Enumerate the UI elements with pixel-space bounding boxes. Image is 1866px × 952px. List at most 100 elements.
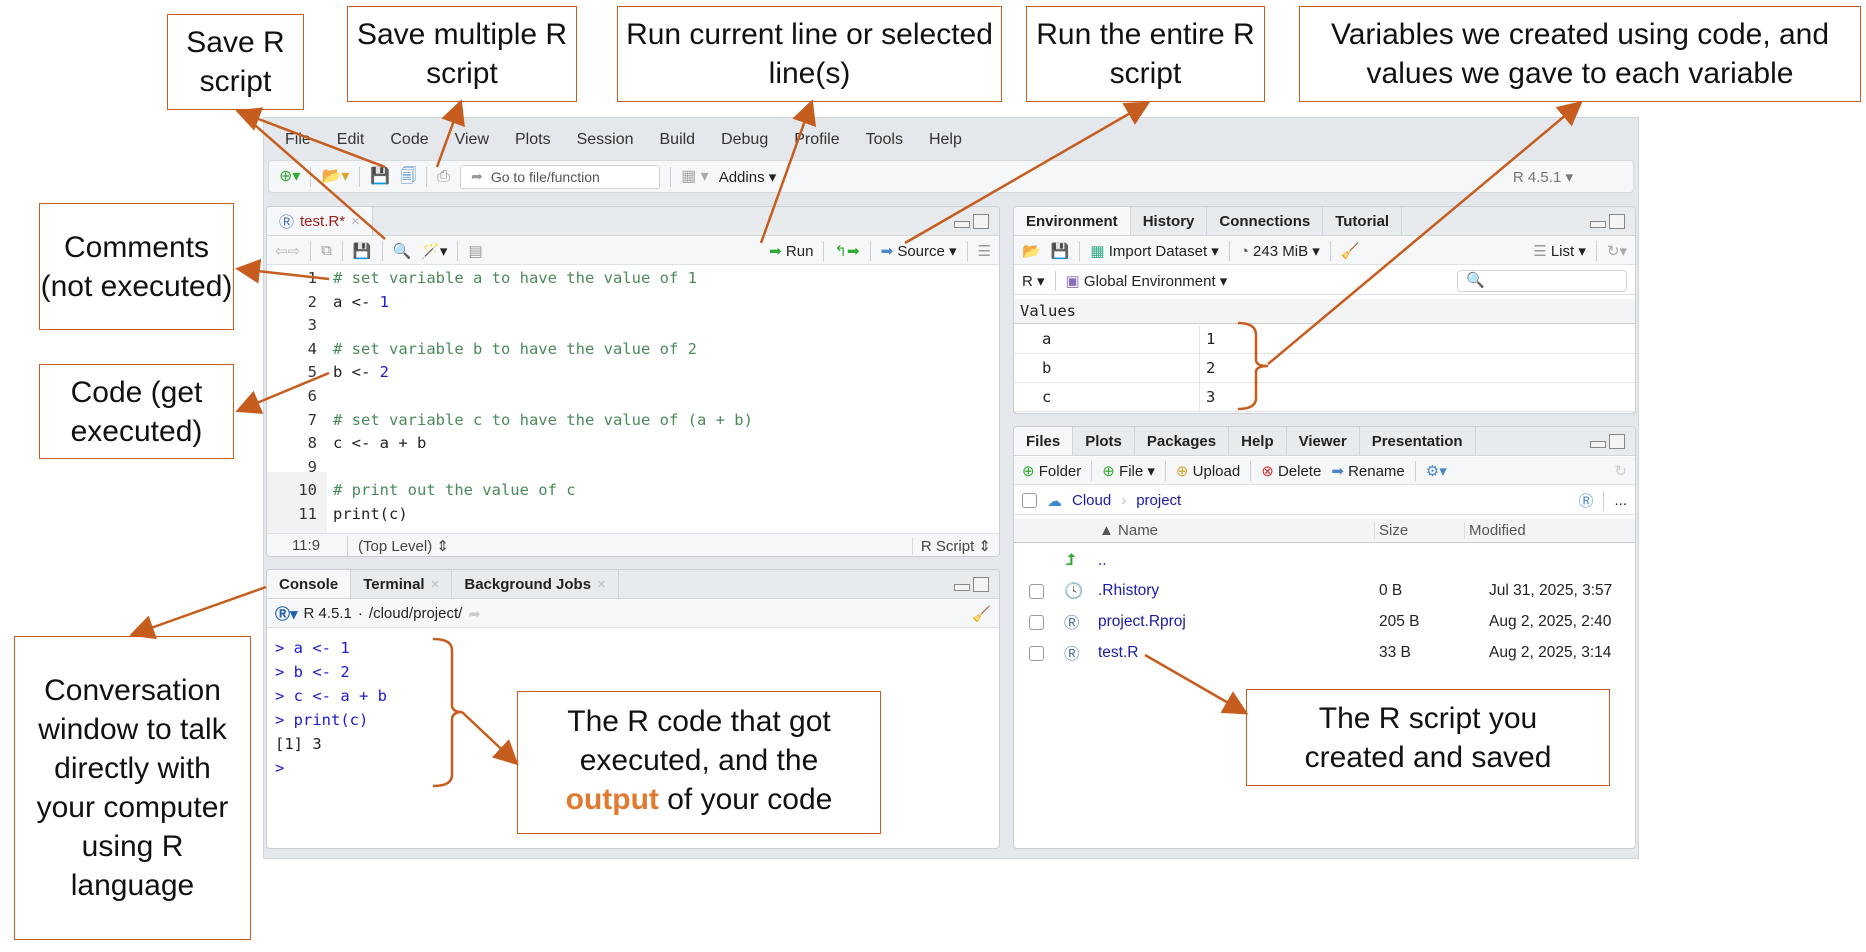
pane-controls[interactable]	[1590, 434, 1625, 449]
grid-layout-icon[interactable]: ▦ ▾	[681, 167, 709, 185]
file-type-selector[interactable]: R Script ⇕	[911, 536, 991, 555]
pane-controls[interactable]	[954, 577, 989, 592]
tab-viewer[interactable]: Viewer	[1287, 427, 1360, 455]
parent-directory-row[interactable]: ⮥ ..	[1014, 547, 1635, 575]
magic-wand-icon[interactable]: 🪄▾	[421, 242, 448, 260]
tab-packages[interactable]: Packages	[1135, 427, 1230, 455]
select-all-checkbox[interactable]	[1022, 493, 1037, 508]
save-icon[interactable]: 💾	[370, 167, 391, 185]
tab-environment[interactable]: Environment	[1014, 207, 1131, 235]
environment-search-input[interactable]: 🔍	[1457, 269, 1627, 292]
close-icon[interactable]: ×	[597, 575, 606, 593]
goto-directory-icon[interactable]: ➦	[468, 605, 481, 623]
print-icon[interactable]: ⎙	[437, 167, 451, 185]
refresh-icon[interactable]: ↻	[1614, 462, 1627, 480]
save-workspace-icon[interactable]: 💾	[1050, 242, 1070, 260]
pane-controls[interactable]	[1590, 214, 1625, 229]
rerun-icon[interactable]: ↰➡	[834, 242, 860, 260]
maximize-icon[interactable]	[1609, 214, 1625, 229]
file-checkbox[interactable]	[1029, 645, 1044, 661]
source-button[interactable]: ➡ Source ▾	[880, 242, 957, 260]
show-in-window-icon[interactable]: ⧉	[321, 242, 332, 259]
tab-presentation[interactable]: Presentation	[1360, 427, 1476, 455]
menu-code[interactable]: Code	[390, 130, 429, 148]
new-folder-button[interactable]: ⊕ Folder	[1022, 462, 1081, 480]
tab-plots[interactable]: Plots	[1073, 427, 1135, 455]
scope-selector[interactable]: ▣ Global Environment ▾	[1065, 272, 1228, 290]
load-workspace-icon[interactable]: 📂	[1022, 242, 1041, 260]
name-column-header[interactable]: ▲ Name	[1099, 522, 1159, 539]
menu-plots[interactable]: Plots	[515, 130, 551, 148]
tab-history[interactable]: History	[1131, 207, 1208, 235]
memory-usage-button[interactable]: ◔ 243 MiB ▾	[1239, 242, 1320, 260]
menu-tools[interactable]: Tools	[865, 130, 903, 148]
tab-terminal[interactable]: Terminal×	[351, 570, 453, 598]
breadcrumb-cloud[interactable]: Cloud	[1072, 492, 1112, 509]
minimize-icon[interactable]	[1590, 441, 1606, 448]
back-forward-icon[interactable]: ⇦⇨	[275, 242, 301, 260]
breadcrumb-project[interactable]: project	[1136, 492, 1182, 509]
file-name[interactable]: project.Rproj	[1098, 613, 1186, 630]
save-icon[interactable]: 💾	[352, 242, 372, 260]
r-version-menu[interactable]: R 4.5.1 ▾	[1512, 168, 1573, 186]
tab-background-jobs[interactable]: Background Jobs×	[452, 570, 619, 598]
tab-tutorial[interactable]: Tutorial	[1323, 207, 1403, 235]
view-mode-button[interactable]: ☰ List ▾	[1533, 242, 1586, 260]
maximize-icon[interactable]	[973, 577, 989, 592]
tab-help[interactable]: Help	[1229, 427, 1287, 455]
goto-file-input[interactable]: ➦Go to file/function	[460, 164, 661, 189]
clear-console-icon[interactable]: 🧹	[972, 605, 991, 623]
rename-button[interactable]: ➡ Rename	[1331, 462, 1404, 480]
menu-edit[interactable]: Edit	[336, 130, 365, 148]
pane-controls[interactable]	[954, 214, 989, 229]
notebook-icon[interactable]: ▤	[468, 242, 483, 260]
tab-console[interactable]: Console	[267, 570, 352, 598]
file-checkbox[interactable]	[1029, 583, 1044, 599]
menu-file[interactable]: File	[285, 130, 311, 148]
new-file-icon[interactable]: ⊕▾	[279, 167, 301, 185]
addins-menu[interactable]: Addins ▾	[718, 168, 777, 186]
modified-column-header[interactable]: Modified	[1464, 522, 1526, 539]
delete-button[interactable]: ⊗ Delete	[1261, 462, 1321, 480]
search-icon[interactable]: 🔍	[392, 242, 412, 260]
minimize-icon[interactable]	[954, 221, 970, 228]
parent-link[interactable]: ..	[1098, 552, 1107, 569]
new-file-button[interactable]: ⊕ File ▾	[1102, 462, 1155, 480]
save-all-icon[interactable]: 🗐	[400, 167, 417, 185]
upload-button[interactable]: ⊕ Upload	[1176, 462, 1240, 480]
menu-debug[interactable]: Debug	[721, 130, 769, 148]
open-file-icon[interactable]: 📂▾	[321, 167, 350, 185]
minimize-icon[interactable]	[1590, 221, 1606, 228]
close-icon[interactable]: ×	[351, 212, 360, 230]
size-column-header[interactable]: Size	[1374, 522, 1408, 539]
minimize-icon[interactable]	[954, 584, 970, 591]
tab-connections[interactable]: Connections	[1207, 207, 1324, 235]
close-icon[interactable]: ×	[430, 575, 440, 593]
file-name[interactable]: test.R	[1098, 644, 1139, 661]
file-name[interactable]: .Rhistory	[1098, 582, 1160, 599]
run-button[interactable]: ➡ Run	[769, 242, 813, 260]
refresh-icon[interactable]: ↻▾	[1606, 242, 1627, 260]
maximize-icon[interactable]	[1609, 434, 1625, 449]
rproj-icon[interactable]: Ⓡ	[1578, 493, 1594, 510]
gear-icon[interactable]: ⚙▾	[1425, 462, 1447, 480]
maximize-icon[interactable]	[973, 214, 989, 229]
tab-files[interactable]: Files	[1014, 427, 1074, 455]
scope-selector[interactable]: (Top Level) ⇕	[358, 537, 449, 555]
outline-icon[interactable]: ☰	[977, 242, 991, 260]
menu-view[interactable]: View	[454, 130, 489, 148]
menu-session[interactable]: Session	[576, 130, 634, 148]
broom-icon[interactable]: 🧹	[1340, 242, 1360, 260]
import-dataset-button[interactable]: ▦ Import Dataset ▾	[1090, 242, 1219, 260]
menu-build[interactable]: Build	[659, 130, 696, 148]
language-selector[interactable]: R ▾	[1022, 272, 1045, 290]
menu-profile[interactable]: Profile	[794, 130, 840, 148]
menu-help[interactable]: Help	[928, 130, 962, 148]
